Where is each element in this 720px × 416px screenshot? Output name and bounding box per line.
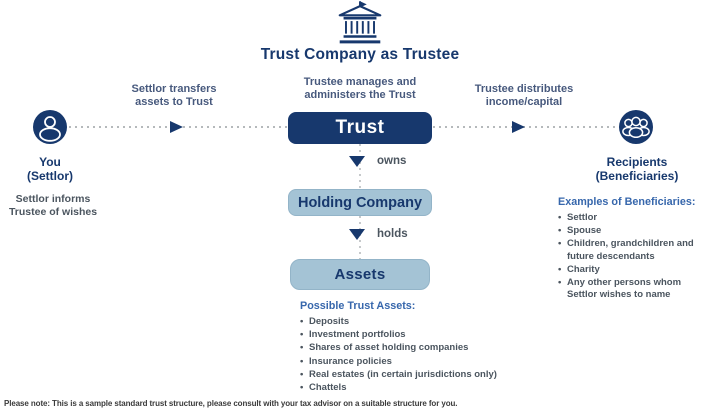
flow-label-trustee-distributes: Trustee distributes income/capital [452,83,596,108]
trust-box: Trust [288,112,432,144]
list-item: Real estates (in certain jurisdictions o… [300,369,580,381]
flow-arrowhead-right [512,121,525,133]
recipients-label: Recipients (Beneficiaries) [582,155,692,183]
trust-assets-list: DepositsInvestment portfoliosShares of a… [300,316,580,394]
list-item: Spouse [558,225,710,237]
settlor-avatar [33,110,67,144]
list-item: Settlor [558,212,710,224]
settlor-role: (Settlor) [27,168,73,183]
owns-label: owns [377,155,407,167]
list-item: Children, grandchildren and future desce… [558,238,710,262]
flow-label-line: income/capital [485,95,563,108]
settlor-note-line: Trustee of wishes [8,205,98,218]
flow-label-line: Trustee distributes [474,83,574,95]
holds-label: holds [377,228,408,240]
holding-company-box: Holding Company [288,189,432,216]
settlor-note-line: Settlor informs [15,193,91,205]
owns-arrowhead [349,156,365,167]
flow-label-line: administers the Trust [304,88,416,101]
list-item: Insurance policies [300,356,580,368]
flow-label-trustee-manages: Trustee manages and administers the Trus… [282,76,438,101]
beneficiaries-heading: Examples of Beneficiaries: [558,196,696,208]
list-item: Shares of asset holding companies [300,342,580,354]
bank-building-icon [338,1,382,44]
settlor-label: You (Settlor) [0,155,100,183]
footer-disclaimer: Please note: This is a sample standard t… [4,399,458,408]
person-icon [39,116,61,142]
recipients-avatar [619,110,653,144]
recipients-name: Recipients [606,155,668,169]
recipients-role: (Beneficiaries) [595,168,679,183]
trust-assets-heading: Possible Trust Assets: [300,300,416,312]
people-group-icon [622,116,650,139]
settlor-name: You [39,155,61,169]
settlor-note: Settlor informs Trustee of wishes [0,193,106,218]
list-item: Any other persons whom Settlor wishes to… [558,277,710,301]
flow-label-line: Trustee manages and [303,76,417,88]
assets-box: Assets [290,259,430,290]
dotted-flow-line-right [433,126,619,128]
beneficiaries-section: Examples of Beneficiaries: SettlorSpouse… [558,196,710,302]
list-item: Chattels [300,382,580,394]
flow-label-line: Settlor transfers [131,83,217,95]
flow-arrowhead-left [170,121,183,133]
flow-label-line: assets to Trust [135,95,213,108]
trust-assets-section: Possible Trust Assets: DepositsInvestmen… [300,300,580,395]
beneficiaries-list: SettlorSpouseChildren, grandchildren and… [558,212,710,301]
page-title: Trust Company as Trustee [260,46,460,63]
list-item: Charity [558,264,710,276]
holds-arrowhead [349,229,365,240]
flow-label-settlor-transfers: Settlor transfers assets to Trust [108,83,240,108]
list-item: Deposits [300,316,580,328]
list-item: Investment portfolios [300,329,580,341]
